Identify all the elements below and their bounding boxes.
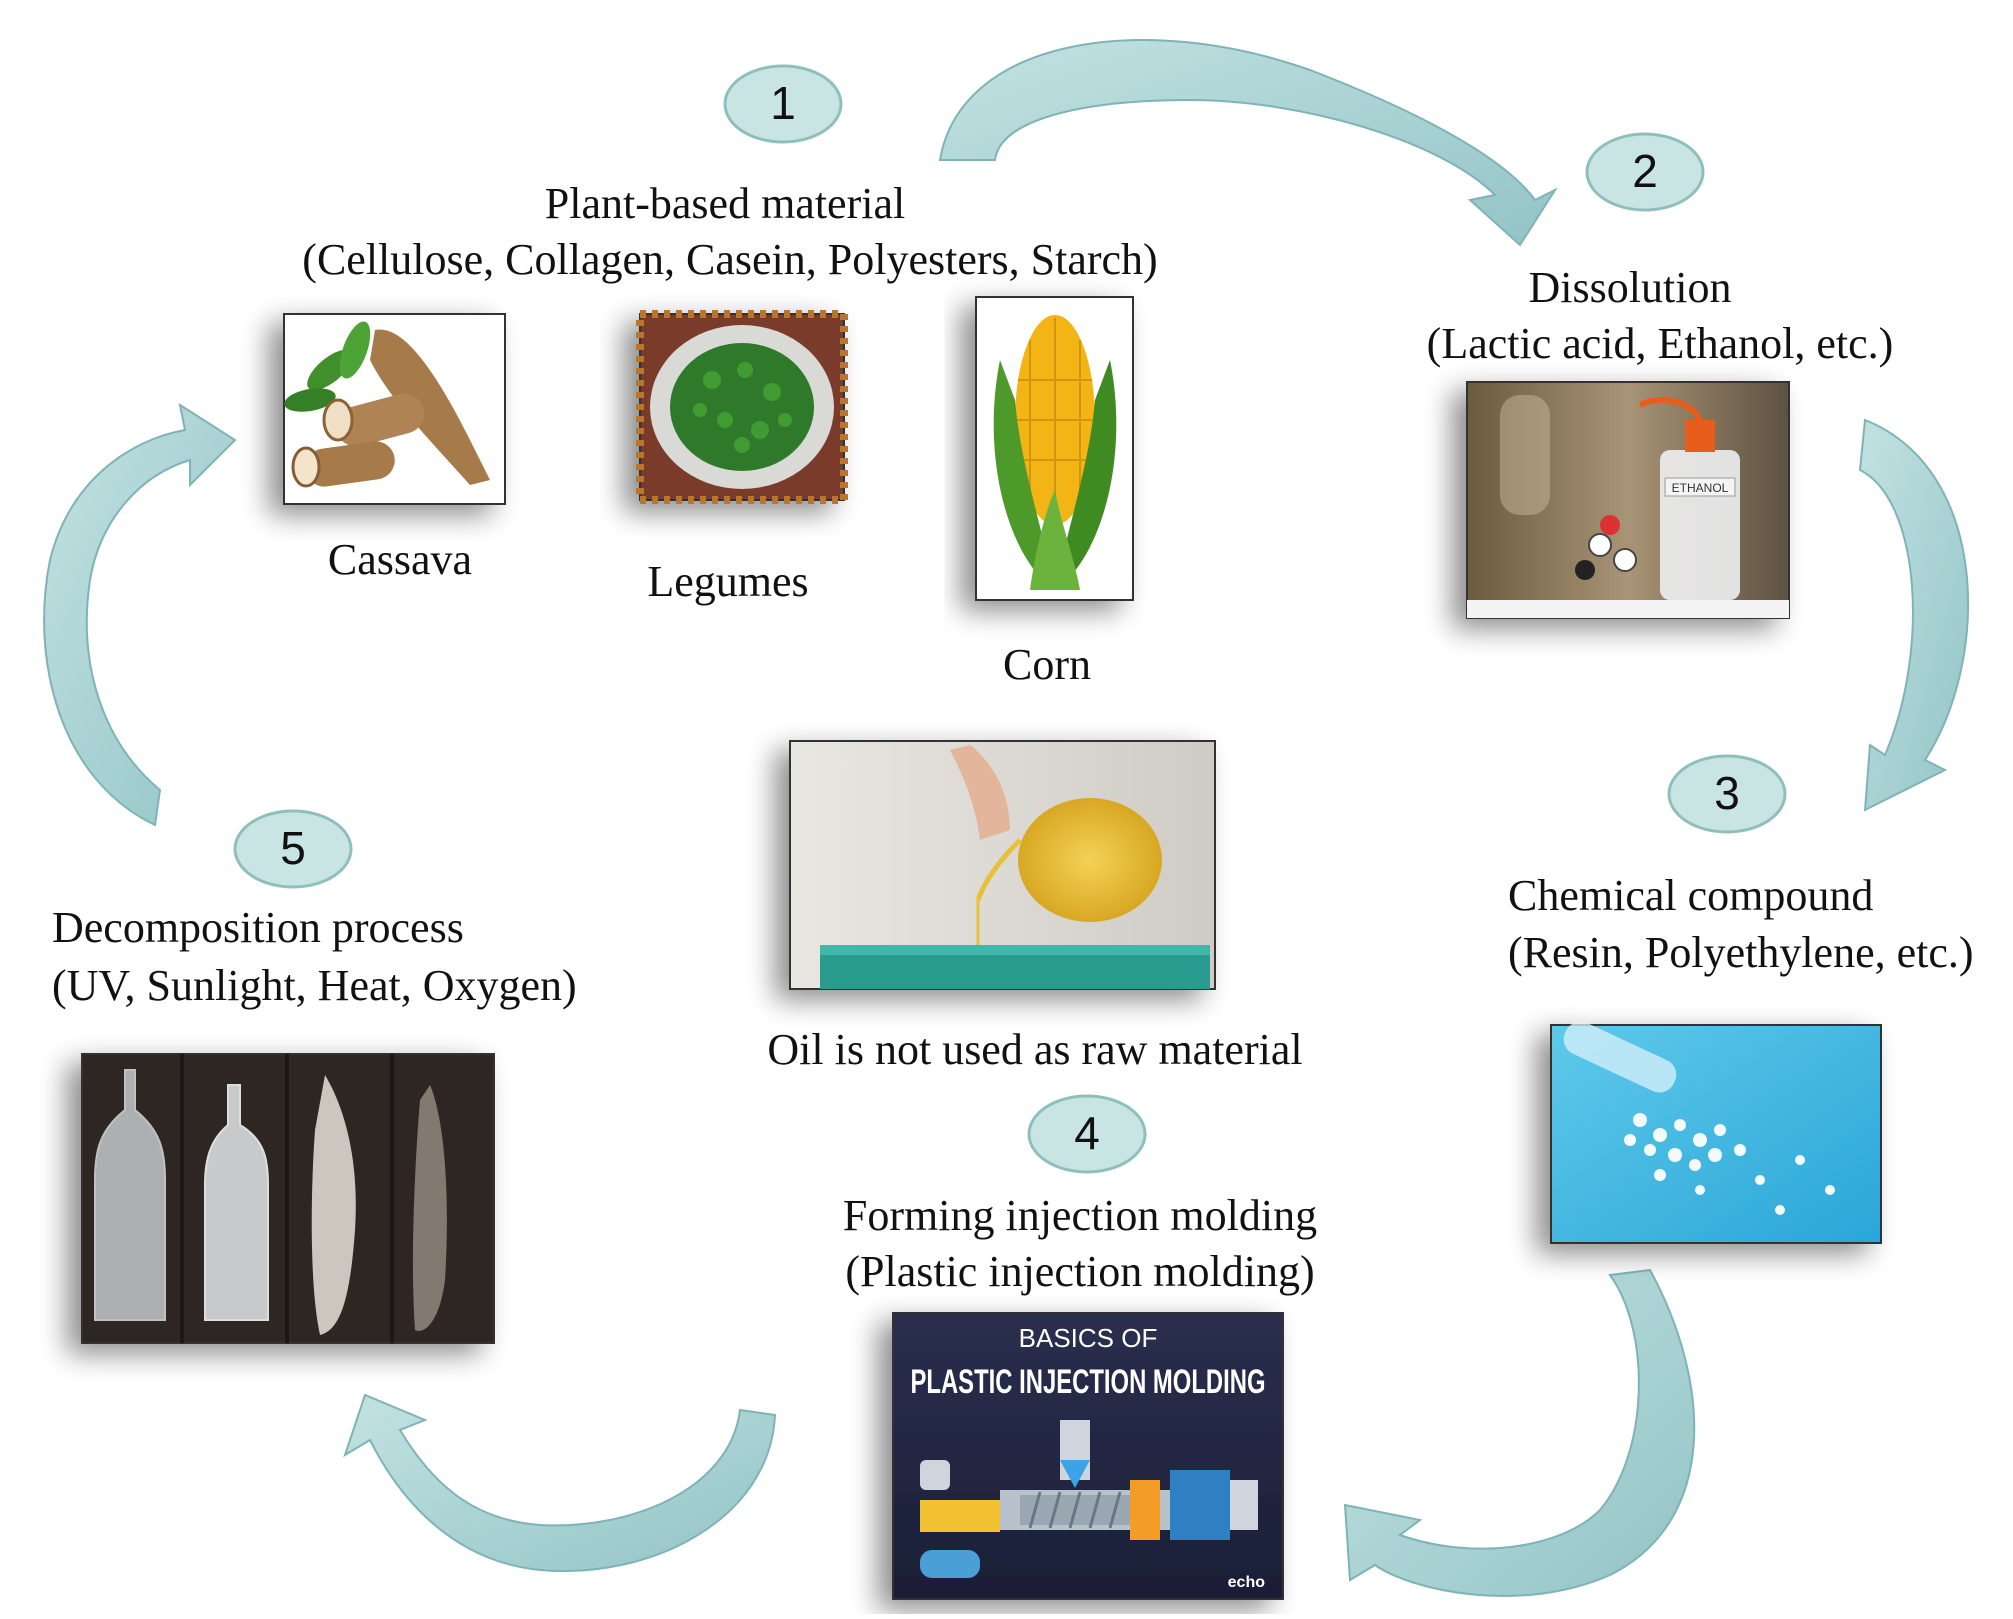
molding-image-title: PLASTIC INJECTION MOLDING [911,1363,1266,1401]
step-3-number: 3 [1714,767,1740,819]
echo-logo: echo [1228,1574,1266,1591]
step-2-number: 2 [1632,145,1658,197]
step-4-number: 4 [1074,1107,1100,1159]
oil-caption: Oil is not used as raw material [767,1025,1303,1074]
arrow-5-to-1 [43,402,237,827]
decomposing-bottles-image [81,1053,495,1344]
step-4-badge [1027,1094,1147,1174]
injection-molding-image: BASICS OF PLASTIC INJECTION MOLDING echo [892,1312,1284,1600]
dissolution-image: ETHANOL [1466,381,1790,619]
cassava-label: Cassava [327,535,473,584]
step-4-title: Forming injection molding [842,1191,1318,1240]
resin-pellets-image [1550,1021,1882,1244]
step-5-detail: (UV, Sunlight, Heat, Oxygen) [52,961,577,1010]
corn-label: Corn [1003,640,1091,689]
step-2-detail: (Lactic acid, Ethanol, etc.) [1426,319,1894,368]
oil-pouring-image [789,740,1216,990]
legumes-image [636,310,848,504]
ethanol-bottle-label: ETHANOL [1672,481,1729,495]
step-2-badge [1585,132,1705,212]
step-3-badge [1667,754,1787,834]
arrow-3-to-4 [1343,1268,1696,1598]
step-5-badge [233,809,353,889]
step-3-detail: (Resin, Polyethylene, etc.) [1508,928,1974,977]
arrow-4-to-5 [343,1393,777,1573]
step-5-title: Decomposition process [52,903,464,952]
step-4-detail: (Plastic injection molding) [845,1247,1315,1296]
molding-image-subtitle: BASICS OF [1019,1323,1158,1353]
step-1-badge [723,64,843,144]
step-5-number: 5 [280,822,306,874]
step-2-title: Dissolution [1528,263,1732,312]
step-1-detail: (Cellulose, Collagen, Casein, Polyesters… [302,235,1158,284]
cassava-image [283,313,506,505]
corn-image [975,296,1134,601]
step-1-title: Plant-based material [544,179,906,228]
step-3-title: Chemical compound [1508,871,1874,920]
step-1-number: 1 [770,77,796,129]
legumes-label: Legumes [647,557,809,606]
arrow-1-to-2 [938,39,1558,247]
arrow-2-to-3 [1858,418,1970,812]
